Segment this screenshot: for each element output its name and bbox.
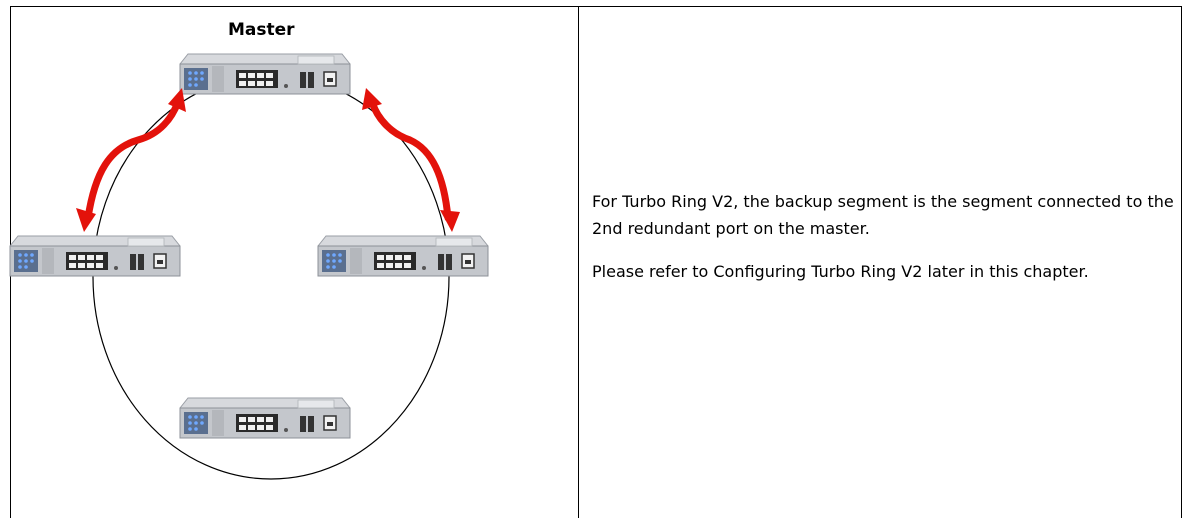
- right-switch: [317, 235, 489, 277]
- description-cell: For Turbo Ring V2, the backup segment is…: [592, 188, 1177, 301]
- bottom-switch: [179, 397, 351, 439]
- left-arrow-double: [76, 88, 186, 232]
- reference-text: Please refer to Configuring Turbo Ring V…: [592, 262, 1089, 281]
- left-switch: [9, 235, 181, 277]
- turbo-ring-diagram: Master: [0, 0, 580, 518]
- master-label: Master: [228, 20, 295, 40]
- right-arrow-double: [362, 88, 460, 232]
- master-switch: [179, 53, 351, 95]
- backup-segment-text: For Turbo Ring V2, the backup segment is…: [592, 192, 1174, 238]
- ring-diagram-svg: [9, 53, 489, 480]
- table-divider: [578, 6, 579, 518]
